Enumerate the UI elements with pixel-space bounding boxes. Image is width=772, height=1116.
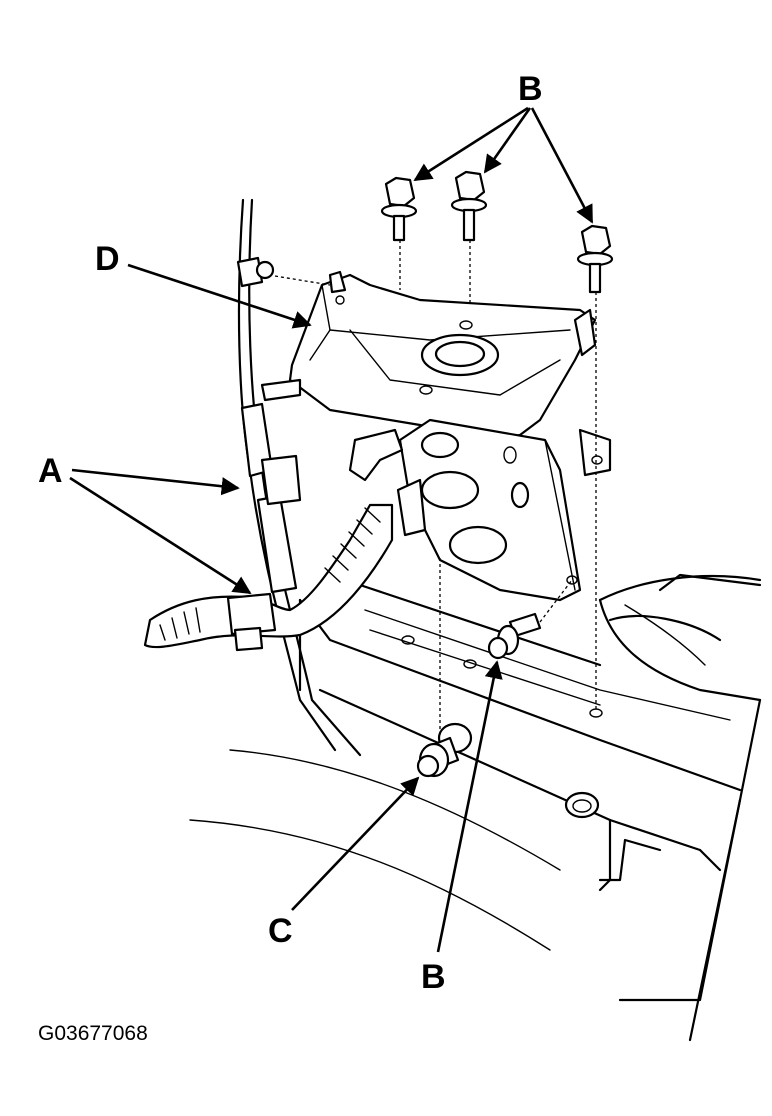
bolt-top-middle bbox=[450, 170, 488, 305]
bracket-d bbox=[260, 270, 612, 602]
cylinder-component bbox=[598, 573, 762, 702]
bolt-lower bbox=[487, 579, 573, 660]
callout-label-a: A bbox=[38, 452, 63, 490]
callout-label-d: D bbox=[95, 240, 120, 278]
callout-label-c: C bbox=[268, 912, 293, 950]
bolt-top-right bbox=[576, 224, 614, 710]
callout-label-b-top: B bbox=[518, 70, 543, 108]
leader-dotted bbox=[274, 275, 331, 286]
figure-code: G03677068 bbox=[38, 1022, 148, 1045]
wire-harness bbox=[143, 198, 394, 757]
callout-label-b-bottom: B bbox=[421, 958, 446, 996]
floor-panel bbox=[189, 583, 762, 1042]
bolt-top-left bbox=[380, 176, 418, 290]
nut-c bbox=[416, 555, 460, 778]
callout-arrows bbox=[69, 106, 594, 953]
